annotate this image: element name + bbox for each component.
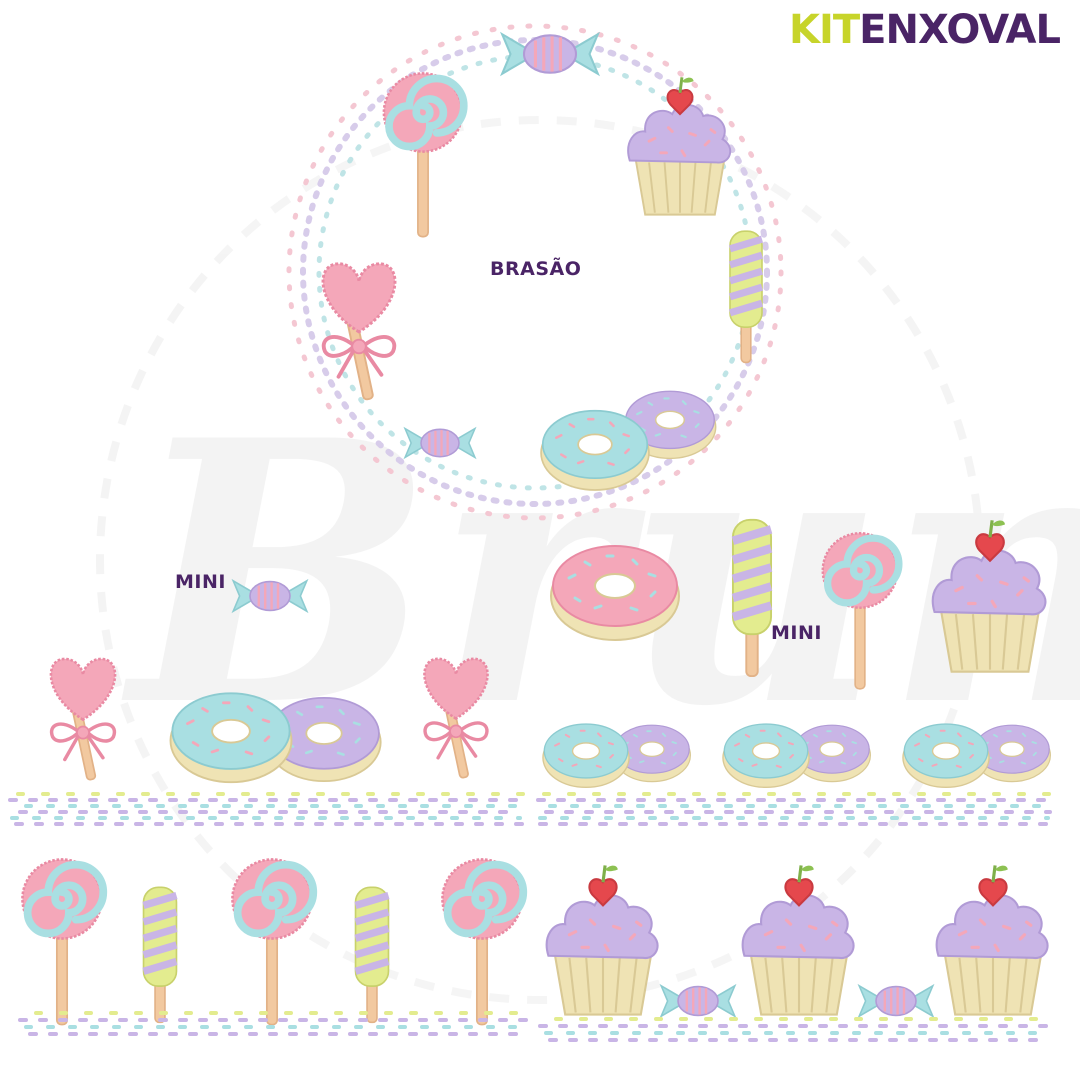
- brand-kit: KIT: [788, 7, 860, 53]
- brand-enxoval: ENXOVAL: [859, 7, 1061, 53]
- cupcake-icon: [935, 863, 1050, 1017]
- brand-logo: KITENXOVAL: [788, 7, 1061, 53]
- donut-icon: [901, 723, 991, 789]
- lollipop-icon: [384, 73, 464, 236]
- border-cupcakes: [538, 863, 1058, 1042]
- donut-icon: [549, 544, 681, 642]
- lollipop-icon: [442, 859, 523, 1024]
- label-brasao: BRASÃO: [490, 258, 582, 280]
- brasao-wreath: [286, 23, 784, 521]
- donut-icon: [721, 723, 811, 789]
- popsicle-icon: [144, 887, 177, 1022]
- lollipop-icon: [22, 859, 103, 1024]
- donut-icon: [169, 691, 293, 784]
- cupcake-icon: [545, 863, 660, 1017]
- candy-icon: [857, 984, 935, 1018]
- candy-icon: [659, 984, 737, 1018]
- cupcake-icon: [741, 863, 856, 1017]
- popsicle-icon: [730, 231, 762, 362]
- cupcake-icon: [626, 75, 732, 217]
- donut-icon: [539, 409, 651, 492]
- border-donuts-hearts: [8, 656, 532, 826]
- label-mini-right: MINI: [771, 622, 822, 644]
- border-donut-pairs: [536, 723, 1058, 826]
- donut-icon: [541, 723, 631, 789]
- popsicle-icon: [356, 887, 389, 1022]
- border-lollipops: [20, 859, 532, 1036]
- candy-icon: [500, 32, 600, 76]
- lollipop-icon: [232, 859, 313, 1024]
- heart-lollipop-icon: [49, 657, 117, 782]
- label-mini-left: MINI: [175, 571, 226, 593]
